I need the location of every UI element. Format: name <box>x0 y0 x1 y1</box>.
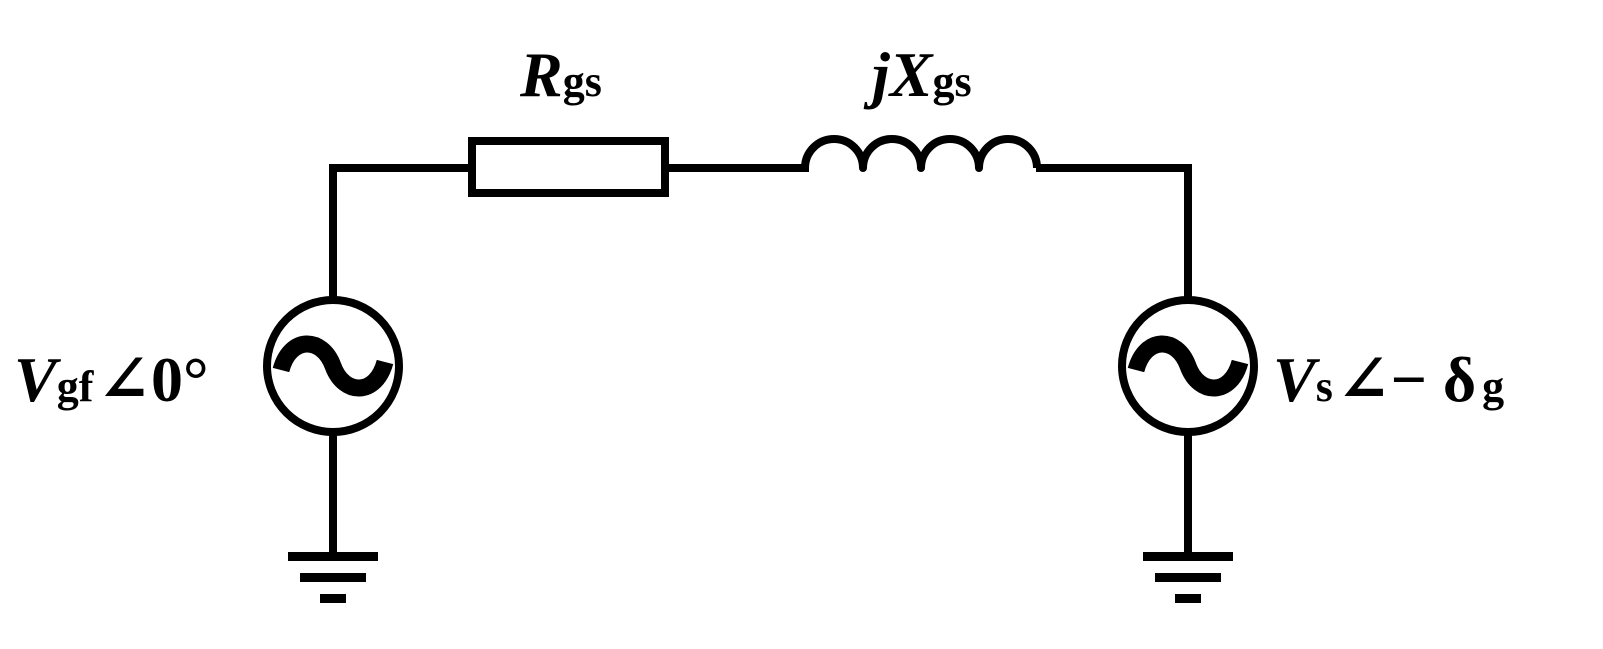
resistor-label: Rgs <box>519 39 602 110</box>
left-source-symbol: V <box>14 344 62 415</box>
right-source-symbol: V <box>1273 344 1321 415</box>
right-source-angle-subscript: g <box>1482 362 1504 411</box>
ac-source-icon <box>263 296 403 436</box>
inductor-label: jXgs <box>863 39 972 110</box>
ac-source-icon <box>1118 296 1258 436</box>
inductor-symbol: jX <box>863 39 934 110</box>
right-source-subscript: s <box>1316 362 1333 411</box>
left-source-label: Vgf∠0° <box>14 344 209 415</box>
resistor-symbol: R <box>519 39 563 110</box>
ground-icon <box>288 552 378 603</box>
left-source-subscript: gf <box>57 362 95 411</box>
resistor-icon <box>468 137 669 197</box>
inductor-subscript: gs <box>932 57 971 106</box>
wires <box>329 164 1192 559</box>
resistor-subscript: gs <box>563 57 602 106</box>
wire-right-top <box>1036 164 1192 302</box>
ground-icon <box>1143 552 1233 603</box>
inductor-icon <box>801 135 1041 172</box>
right-source-angle: ∠− δ <box>1337 344 1476 415</box>
left-source-angle: ∠0° <box>97 344 208 415</box>
wire-left-top <box>329 164 474 302</box>
